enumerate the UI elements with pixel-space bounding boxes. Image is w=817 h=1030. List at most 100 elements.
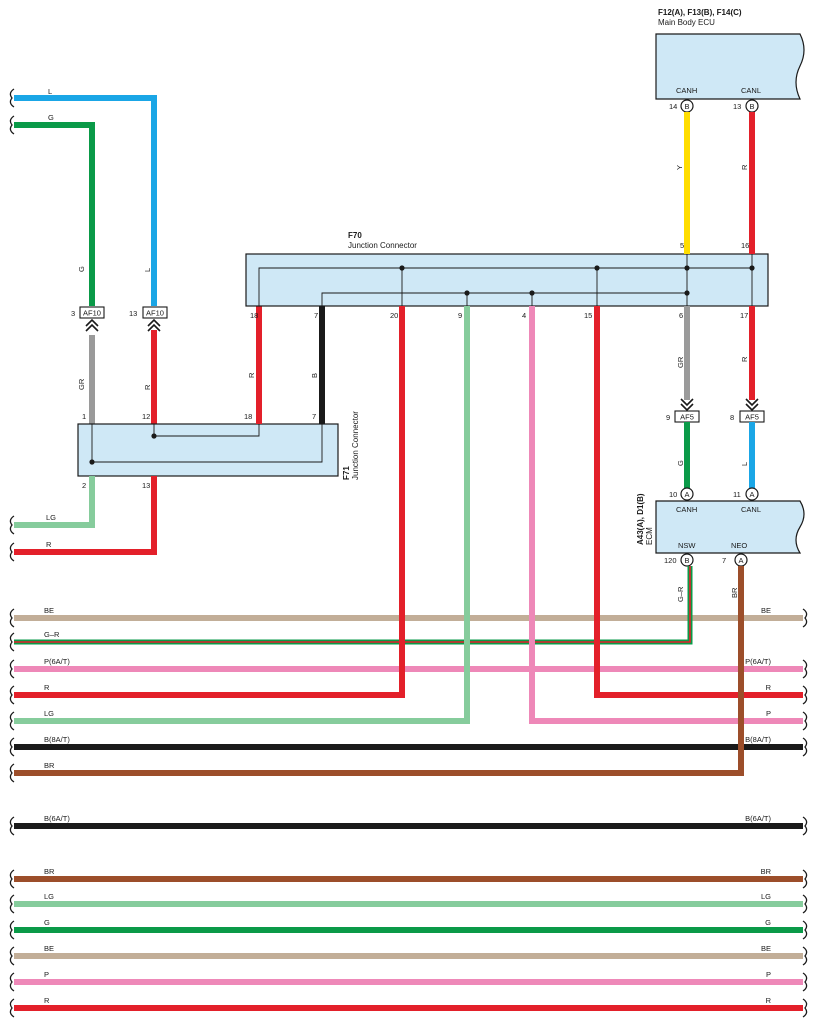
f70-pin-bottom: 18	[250, 311, 258, 320]
connector-arrow-af10-a	[85, 318, 99, 332]
f70-link-b	[321, 254, 688, 306]
ecm-conn-nsw	[680, 553, 694, 567]
ecu-pin-canl: CANL	[741, 86, 761, 95]
bus-break-left	[9, 632, 15, 652]
bus-break-left	[9, 608, 15, 628]
connector-arrow-af10-b-a	[147, 318, 161, 327]
label-g-vert: G	[77, 266, 86, 272]
f70-pin-bottom: 6	[679, 311, 683, 320]
bus-break-right	[802, 711, 808, 731]
ecu-main-body-box	[655, 33, 805, 100]
f70-pin-bottom: 4	[522, 311, 526, 320]
connector-af5-b-label: AF5	[745, 413, 759, 422]
label-r-left: R	[46, 540, 52, 549]
wire-l-top	[14, 95, 157, 306]
label-b-7: B	[310, 373, 319, 378]
ecu-conn-canh-letter: B	[684, 102, 689, 111]
f70-code: F70	[348, 231, 362, 240]
bus-label-left: LG	[44, 709, 54, 718]
ecm-codes: A43(A), D1(B)	[636, 493, 645, 545]
f71-pin-18: 18	[244, 412, 252, 421]
ecm-num-neo: 7	[722, 556, 726, 565]
f70-node-2	[594, 265, 600, 271]
bus-label-left: BE	[44, 606, 54, 615]
ecm-conn-canl	[745, 487, 759, 501]
f70-pin-bottom: 9	[458, 311, 462, 320]
label-g-top: G	[48, 113, 54, 122]
ecm-conn-neo-letter: A	[738, 556, 743, 565]
bus-wire-r-right	[594, 306, 803, 698]
bus-label-left: G	[44, 918, 50, 927]
bus-label-right: R	[766, 996, 772, 1005]
bus-break-right	[802, 894, 808, 914]
connector-af10-b-label: AF10	[146, 309, 164, 318]
f70-junction-box	[245, 253, 769, 307]
connector-arrow-af5-a	[680, 398, 694, 412]
label-l-ecm: L	[740, 462, 749, 466]
f70-link-a	[258, 267, 753, 306]
f70-pin-16: 16	[741, 241, 749, 250]
bus-label-left: BR	[44, 867, 55, 876]
bus-label-left: P	[44, 970, 49, 979]
label-r-vert: R	[143, 384, 152, 390]
label-l-top: L	[48, 87, 52, 96]
bus-break-right	[802, 972, 808, 992]
bus-label-right: LG	[761, 892, 771, 901]
bus-label-right: P(6A/T)	[745, 657, 771, 666]
label-y-vert: Y	[675, 165, 684, 170]
ecm-pin-canh: CANH	[676, 505, 697, 514]
connector-af10-a	[79, 306, 105, 319]
f71-link-3	[92, 424, 323, 463]
ecu-name: Main Body ECU	[658, 18, 715, 27]
connector-arrow-af10-b	[147, 318, 161, 332]
f70-node-6	[684, 290, 690, 296]
connector-af10-b	[142, 306, 168, 319]
bus-break-left	[9, 946, 15, 966]
ecu-num-canl: 13	[733, 102, 741, 111]
wire-break-g-top	[9, 115, 15, 135]
ecm-num-canh: 10	[669, 490, 677, 499]
connector-arrow-af10-a-b	[85, 323, 99, 332]
f71-pin-2: 2	[82, 481, 86, 490]
bus-break-left	[9, 816, 15, 836]
connector-arrow-af10-b-b	[147, 323, 161, 332]
bus-break-right	[802, 685, 808, 705]
bus-label-left: R	[44, 996, 50, 1005]
bus-break-right	[802, 946, 808, 966]
f70-node-7	[684, 265, 690, 271]
bus-wire-lg-9	[14, 306, 470, 724]
f71-pin-7: 7	[312, 412, 316, 421]
bus-label-left: R	[44, 683, 50, 692]
wire-break-r-left	[9, 542, 15, 562]
bus-break-right	[802, 869, 808, 889]
f70-name: Junction Connector	[348, 241, 417, 250]
bus-label-left: B(8A/T)	[44, 735, 70, 744]
bus-break-left	[9, 972, 15, 992]
bus-break-right	[802, 608, 808, 628]
ecm-conn-canh	[680, 487, 694, 501]
bus-label-left: G–R	[44, 630, 60, 639]
bus-label-left: B(6A/T)	[44, 814, 70, 823]
ecm-conn-canh-letter: A	[684, 490, 689, 499]
wire-lg-left	[14, 476, 95, 528]
bus-break-left	[9, 894, 15, 914]
label-r-18: R	[247, 372, 256, 378]
bus-wire-gr-green	[14, 566, 693, 645]
bus-break-left	[9, 920, 15, 940]
bus-break-left	[9, 763, 15, 783]
f71-pin-12: 12	[142, 412, 150, 421]
label-l-vert: L	[143, 268, 152, 272]
bus-break-right	[802, 659, 808, 679]
bus-label-left: BR	[44, 761, 55, 770]
bus-wire-br-neo	[14, 566, 744, 776]
pin-af5-a: 9	[666, 413, 670, 422]
f71-pin-13: 13	[142, 481, 150, 490]
bus-label-right: B(6A/T)	[745, 814, 771, 823]
f70-node-1	[399, 265, 405, 271]
bus-label-right: BE	[761, 606, 771, 615]
label-r-17: R	[740, 356, 749, 362]
f71-code: F71	[342, 466, 351, 480]
ecm-conn-nsw-letter: B	[684, 556, 689, 565]
bus-wire-r-left	[14, 306, 405, 698]
